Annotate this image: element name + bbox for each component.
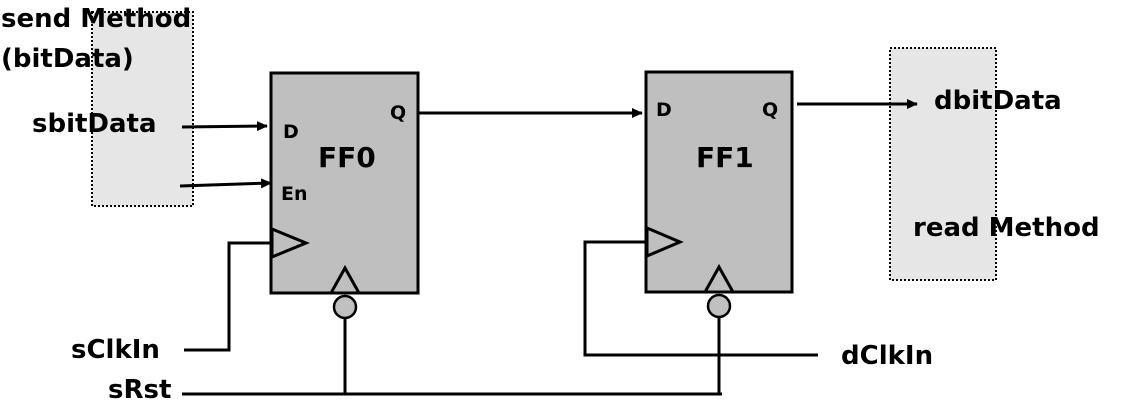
ff0-pin-en: En xyxy=(281,183,308,205)
send-method-param: (bitData) xyxy=(1,44,134,74)
send-method-box xyxy=(91,11,194,207)
wire-sclkin xyxy=(184,241,272,352)
ff0-pin-d: D xyxy=(283,121,299,143)
ff0-name: FF0 xyxy=(318,141,376,174)
ff0-block xyxy=(269,71,420,295)
read-method-box xyxy=(889,47,997,281)
signal-srst: sRst xyxy=(108,375,171,405)
ff1-reset-triangle xyxy=(702,263,736,294)
send-method-label: send Method xyxy=(1,4,191,34)
ff0-reset-triangle xyxy=(328,264,362,295)
wire-dclkin xyxy=(583,240,818,357)
ff1-pin-q: Q xyxy=(762,99,778,121)
read-method-label: read Method xyxy=(913,213,1100,243)
ff0-reset-bubble xyxy=(332,294,358,320)
wire-sbitdata-to-d xyxy=(181,121,268,132)
signal-sbitdata: sbitData xyxy=(32,109,157,139)
signal-dclkin: dClkIn xyxy=(841,341,933,371)
ff1-name: FF1 xyxy=(696,141,754,174)
ff0-pin-q: Q xyxy=(390,102,406,124)
signal-dbitdata: dbitData xyxy=(934,86,1062,116)
ff1-pin-d: D xyxy=(656,99,672,121)
signal-sclkin: sClkIn xyxy=(71,335,160,365)
ff1-reset-bubble xyxy=(706,293,732,319)
wire-enable-to-en xyxy=(179,178,272,189)
